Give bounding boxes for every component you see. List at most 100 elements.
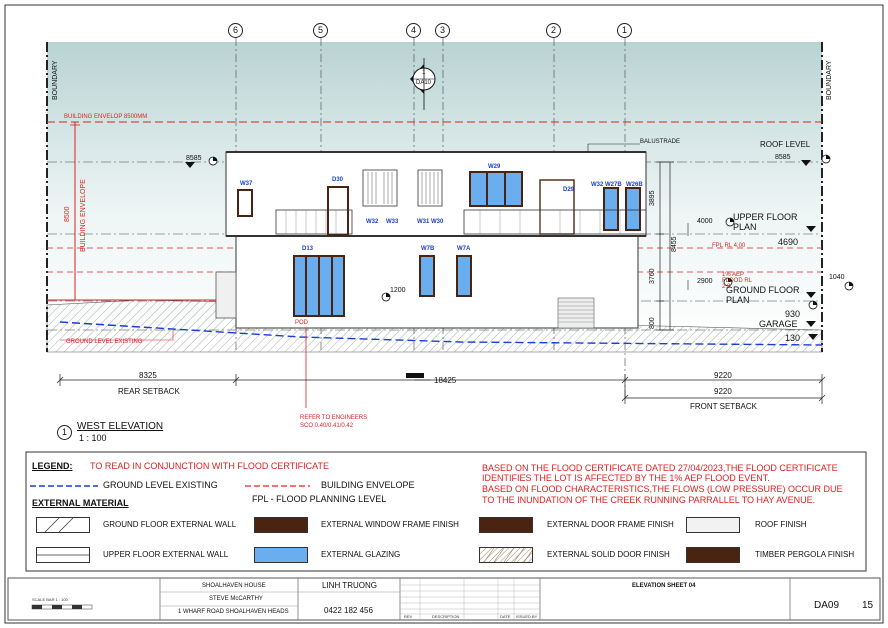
garage-level-marker	[806, 321, 816, 327]
material-label-upper-wall: UPPER FLOOR EXTERNAL WALL	[103, 550, 229, 559]
window-w27b	[603, 187, 619, 231]
client-name: STEVE McCARTHY	[209, 596, 263, 602]
dim-8455: 8455	[671, 236, 678, 252]
tag-w29: W29	[488, 164, 501, 170]
tag-w32-right: W32	[591, 182, 604, 188]
tag-w32-left: W32	[366, 219, 379, 225]
designer-phone: 0422 182 456	[324, 606, 373, 615]
rev-col-issued-by: ISSUED BY	[516, 614, 538, 619]
window-w7a	[456, 255, 472, 297]
project-name: SHOALHAVEN HOUSE	[202, 583, 266, 589]
dim-1200: 1200	[390, 287, 406, 294]
material-label-roof: ROOF FINISH	[755, 520, 807, 529]
grid-bubble-4: 4	[406, 23, 421, 38]
front-setback-value-top: 9220	[714, 371, 732, 380]
tag-w7b: W7B	[421, 246, 435, 252]
louvre-w32-w33	[362, 169, 398, 207]
swatch-door-frame	[479, 517, 533, 533]
balustrade-right	[463, 209, 647, 235]
materials-title: EXTERNAL MATERIAL	[32, 498, 129, 508]
rev-table-lines	[400, 578, 540, 620]
boundary-label-left: BOUNDARY	[52, 60, 59, 100]
material-label-window-frame: EXTERNAL WINDOW FRAME FINISH	[321, 520, 459, 529]
grid-bubble-2: 2	[546, 23, 561, 38]
window-w29	[469, 171, 523, 207]
flood-note-4: TO THE INUNDATION OF THE CREEK RUNNING P…	[482, 495, 816, 505]
drawing-title-name: WEST ELEVATION	[77, 421, 164, 432]
upper-floor-level-4690: 4690	[778, 237, 799, 247]
level-targets	[208, 154, 854, 310]
tag-w30: W30	[431, 219, 444, 225]
swatch-pergola	[686, 547, 740, 563]
balustrade-left	[275, 209, 353, 235]
page-number: 15	[862, 600, 874, 611]
material-label-pergola: TIMBER PERGOLA FINISH	[755, 550, 855, 559]
upper-floor-plan-label: UPPER FLOOR PLAN	[733, 212, 798, 233]
rev-col-date: DATE	[500, 614, 511, 619]
legend-ground-level-label: GROUND LEVEL EXISTING	[103, 480, 218, 490]
ground-floor-plan-label: GROUND FLOOR PLAN	[726, 285, 800, 306]
designer-name: LINH TRUONG	[322, 581, 377, 590]
dim-3760: 3760	[649, 268, 656, 284]
scale-note: SCALE BAR 1 : 100	[32, 597, 68, 602]
ground-floor-level-930: 930	[785, 309, 801, 319]
garage-label: GARAGE	[759, 319, 798, 329]
swatch-window-frame	[254, 517, 308, 533]
dim-4000: 4000	[697, 218, 713, 225]
swatch-roof	[686, 517, 740, 533]
building-envelope-height-label: BUILDING ENVELOP 8500MM	[64, 114, 148, 120]
tag-w37: W37	[240, 181, 253, 187]
tag-d13: D13	[302, 246, 314, 252]
dim-3895: 3895	[649, 190, 656, 206]
roof-level-marker	[801, 160, 811, 166]
front-setback-value-bottom: 9220	[714, 387, 732, 396]
flood-note-2: IDENTIFIES THE LOT IS AFFECTED BY THE 1%…	[482, 473, 770, 483]
setback-dimensions	[56, 374, 826, 404]
front-setback-label: FRONT SETBACK	[690, 402, 757, 411]
ground-level-marker	[806, 292, 816, 298]
tag-w7a: W7A	[457, 246, 471, 252]
swatch-solid-door	[479, 547, 533, 563]
section-marker	[410, 58, 436, 110]
material-label-door-frame: EXTERNAL DOOR FRAME FINISH	[547, 520, 674, 529]
window-w26b	[625, 187, 641, 231]
dim-2900: 2900	[697, 278, 713, 285]
aep-label: 1% AEP FLOOD RL 2.9	[722, 272, 752, 290]
swatch-ground-wall	[36, 517, 90, 533]
legend-title: LEGEND:	[32, 461, 73, 471]
legend-note: TO READ IN CONJUNCTION WITH FLOOD CERTIF…	[90, 461, 330, 471]
rl-8585-right: 8585	[775, 154, 791, 161]
window-w7b	[419, 255, 435, 297]
drawing-title-bubble: 1	[57, 425, 72, 440]
flood-note-1: BASED ON THE FLOOD CERTIFICATE DATED 27/…	[482, 463, 838, 473]
ground-level-existing-line	[59, 321, 823, 346]
rev-col-rev: REV	[404, 614, 413, 619]
tag-w26b: W26B	[626, 182, 643, 188]
legend-envelope-label: BUILDING ENVELOPE	[321, 480, 415, 490]
dim-800: 800	[649, 317, 656, 329]
grid-bubble-1: 1	[617, 23, 632, 38]
sheet-title: ELEVATION SHEET 04	[632, 583, 696, 589]
rear-setback-label: REAR SETBACK	[118, 387, 180, 396]
fpl-label: FPL RL 4.00	[712, 243, 746, 249]
rear-setback-value: 8325	[139, 371, 157, 380]
balustrade-label: BALUSTRADE	[640, 139, 681, 145]
rev-col-description: DESCRIPTION	[432, 614, 460, 619]
section-marker-sheet: DA10	[416, 80, 432, 86]
tag-w27b: W27B	[605, 182, 622, 188]
tag-w33: W33	[386, 219, 399, 225]
middle-dimension: 18425	[434, 376, 457, 385]
roof-level-label: ROOF LEVEL	[760, 140, 811, 149]
refer-engineers-line1: REFER TO ENGINEERS	[300, 415, 368, 421]
pod-label: POD	[295, 320, 309, 326]
vertical-dimensions	[656, 161, 674, 331]
swatch-glazing	[254, 547, 308, 563]
grid-bubble-5: 5	[313, 23, 328, 38]
grid-bubble-3: 3	[435, 23, 450, 38]
envelope-dim-8500: 8500	[64, 206, 71, 222]
ground-marker	[406, 373, 424, 378]
boundary-label-right: BOUNDARY	[826, 60, 833, 100]
drawing-title-scale: 1 : 100	[79, 433, 107, 443]
